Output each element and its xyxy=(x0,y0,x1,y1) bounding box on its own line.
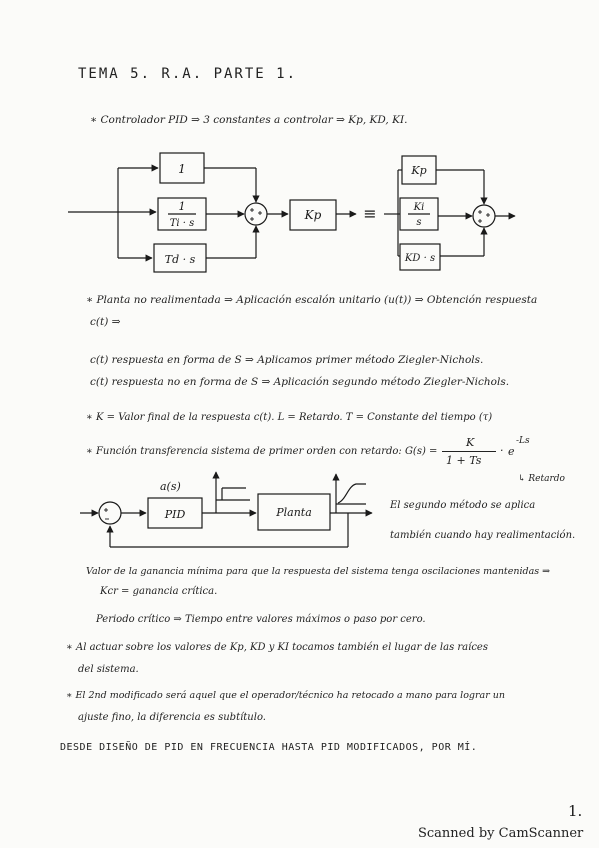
loop-response-curve xyxy=(337,483,366,504)
right-block-kd-label: KD · s xyxy=(404,253,435,264)
left-block-p-label: 1 xyxy=(178,162,186,176)
second-method-note-line1: El segundo método se aplica xyxy=(390,500,536,511)
formula-exp: e xyxy=(508,445,515,458)
loop-signal-label: a(s) xyxy=(160,480,181,493)
modified-line1: ∗ El 2nd modificado será aquel que el op… xyxy=(66,690,505,701)
formula-fraction-bar xyxy=(442,451,496,452)
controller-bullet: ∗ Controlador PID ⇒ 3 constantes a contr… xyxy=(90,114,408,126)
design-note: DESDE DISEÑO DE PID EN FRECUENCIA HASTA … xyxy=(60,742,478,753)
plant-bullet-line1: ∗ Planta no realimentada ⇒ Aplicación es… xyxy=(86,294,538,306)
k-definition: ∗ K = Valor final de la respuesta c(t). … xyxy=(86,412,493,423)
second-method-note-line2: también cuando hay realimentación. xyxy=(390,530,576,541)
critical-period: Periodo crítico ⇒ Tiempo entre valores m… xyxy=(96,614,426,625)
transfer-function-text: ∗ Función transferencia sistema de prime… xyxy=(86,446,438,457)
controller-text: Controlador PID ⇒ 3 constantes a control… xyxy=(100,114,408,126)
loop-block-plant xyxy=(257,493,331,531)
loop-plant-label: Planta xyxy=(275,506,312,519)
formula-numerator: K xyxy=(466,436,475,449)
scanner-footer: Scanned by CamScanner xyxy=(418,826,584,841)
formula-times: · xyxy=(500,444,504,457)
acting-line2: del sistema. xyxy=(78,664,139,675)
c-form-line1: c(t) respuesta en forma de S ⇒ Aplicamos… xyxy=(90,354,484,366)
plant-bullet-line2: c(t) ⇒ xyxy=(90,316,121,328)
loop-sum-junction xyxy=(98,501,122,525)
right-block-kp-label: Kp xyxy=(410,164,426,177)
right-block-ki-den: s xyxy=(416,217,421,228)
left-block-i-den: Ti · s xyxy=(170,218,195,229)
left-block-d-label: Td · s xyxy=(165,253,196,266)
acting-line1: ∗ Al actuar sobre los valores de Kp, KD … xyxy=(66,642,488,653)
page-title: TEMA 5. R.A. PARTE 1. xyxy=(78,66,298,82)
left-block-i-num: 1 xyxy=(179,200,186,213)
right-block-ki xyxy=(399,197,439,231)
left-block-kp-label: Kp xyxy=(304,208,322,222)
formula-exp-power: -Ls xyxy=(516,436,530,446)
modified-line2: ajuste fino, la diferencia es subtítulo. xyxy=(78,712,266,723)
loop-pid-label: PID xyxy=(164,508,186,521)
right-block-ki-num: Ki xyxy=(413,202,425,213)
left-sum-junction xyxy=(244,202,268,226)
c-form-line2: c(t) respuesta no en forma de S ⇒ Aplica… xyxy=(90,376,510,388)
critical-gain-line2: Kcr = ganancia crítica. xyxy=(100,586,218,597)
equivalence-sign: ≡ xyxy=(363,204,376,223)
right-sum-junction xyxy=(472,204,496,228)
left-block-kp xyxy=(289,199,337,231)
page-number: 1. xyxy=(568,802,583,820)
critical-gain-line1: Valor de la ganancia mínima para que la … xyxy=(86,566,551,577)
formula-denominator: 1 + Ts xyxy=(446,454,482,467)
right-block-kd xyxy=(399,243,441,271)
transfer-formula: K 1 + Ts · e -Ls xyxy=(440,436,540,480)
formula-retardo-note: ↳ Retardo xyxy=(518,474,565,484)
